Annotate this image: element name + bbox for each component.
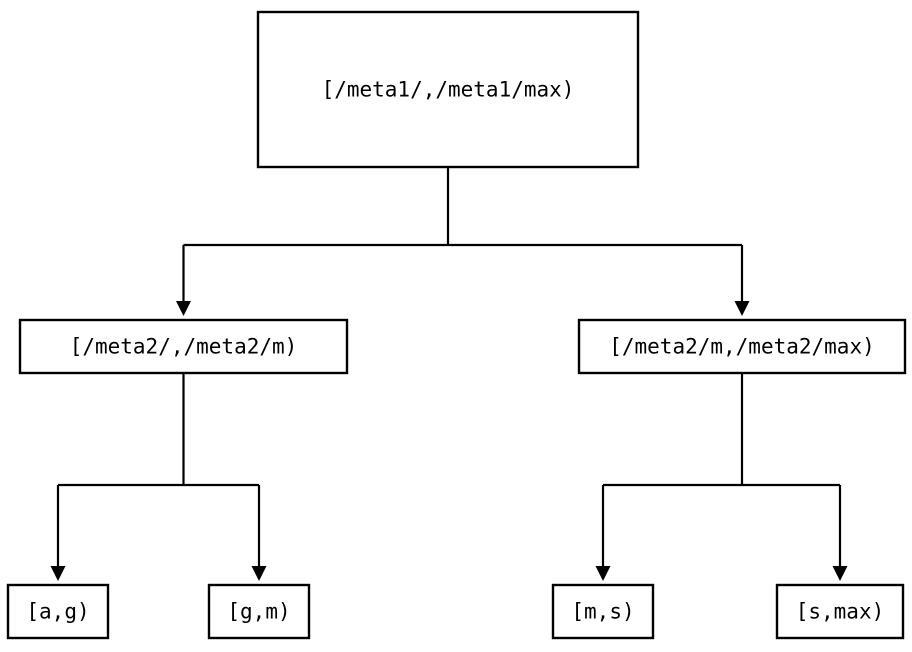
node-box-mid-right[interactable]: [577, 318, 907, 375]
tree-node-leaf-ms[interactable]: [m,s): [551, 583, 655, 640]
node-label-mid-right: [/meta2/m,/meta2/max): [609, 335, 875, 359]
node-box-leaf-smax[interactable]: [775, 583, 905, 640]
node-label-root: [/meta1/,/meta1/max): [322, 78, 575, 102]
node-box-leaf-gm[interactable]: [207, 583, 311, 640]
tree-node-root[interactable]: [/meta1/,/meta1/max): [256, 10, 640, 169]
node-label-leaf-gm: [g,m): [227, 600, 290, 624]
node-label-mid-left: [/meta2/,/meta2/m): [70, 335, 298, 359]
arrowhead-icon: [734, 301, 750, 316]
nodes-layer: [/meta1/,/meta1/max) [/meta2/,/meta2/m) [/…: [6, 10, 907, 640]
tree-node-mid-left[interactable]: [/meta2/,/meta2/m): [18, 318, 349, 375]
arrowhead-icon: [176, 301, 191, 316]
arrowhead-icon: [832, 566, 848, 581]
node-label-leaf-ag: [a,g): [26, 600, 89, 624]
node-box-leaf-ag[interactable]: [6, 583, 110, 640]
node-box-mid-left[interactable]: [18, 318, 349, 375]
arrowhead-icon: [595, 566, 611, 581]
tree-node-leaf-smax[interactable]: [s,max): [775, 583, 905, 640]
node-box-leaf-ms[interactable]: [551, 583, 655, 640]
node-box-root[interactable]: [256, 10, 640, 169]
tree-node-leaf-gm[interactable]: [g,m): [207, 583, 311, 640]
edges-layer: [50, 167, 848, 581]
node-label-leaf-ms: [m,s): [571, 600, 634, 624]
tree-node-mid-right[interactable]: [/meta2/m,/meta2/max): [577, 318, 907, 375]
tree-node-leaf-ag[interactable]: [a,g): [6, 583, 110, 640]
arrowhead-icon: [251, 566, 267, 581]
node-label-leaf-smax: [s,max): [796, 600, 885, 624]
arrowhead-icon: [50, 566, 66, 581]
